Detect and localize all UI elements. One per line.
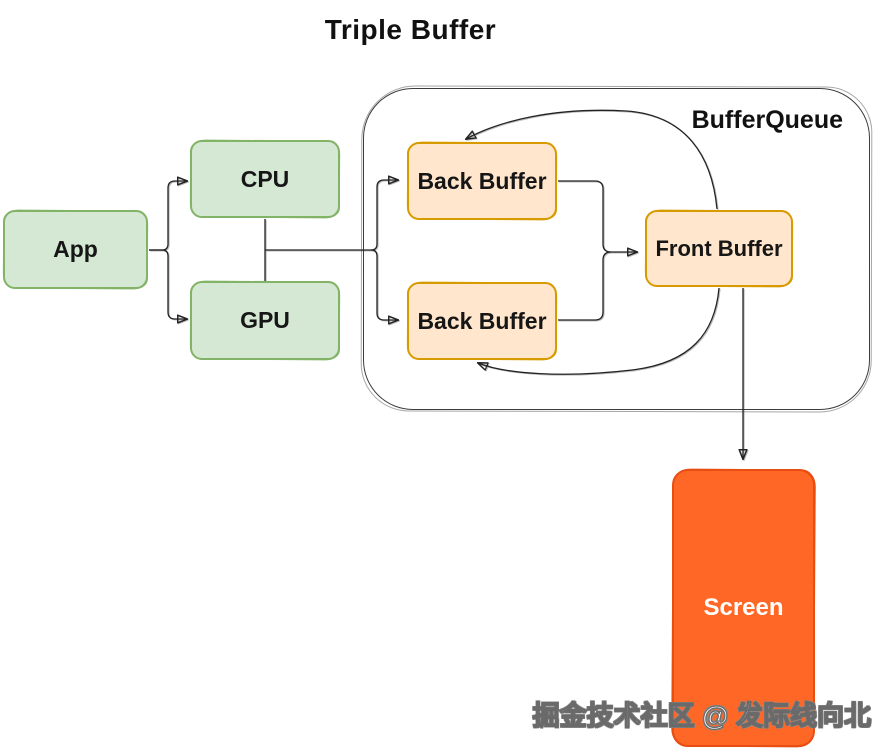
edge-app-to-cpu-arrow bbox=[149, 181, 187, 251]
node-cpu: CPU bbox=[190, 140, 340, 218]
node-gpu-label: GPU bbox=[240, 307, 290, 333]
node-front-buffer: Front Buffer bbox=[645, 210, 793, 287]
node-back-buffer-top-label: Back Buffer bbox=[417, 167, 547, 194]
diagram-title: Triple Buffer bbox=[324, 14, 497, 45]
node-gpu: GPU bbox=[190, 281, 340, 360]
node-front-buffer-label: Front Buffer bbox=[655, 235, 783, 261]
node-app-label: App bbox=[53, 236, 98, 262]
node-back-buffer-top: Back Buffer bbox=[407, 142, 557, 220]
node-back-buffer-bottom-label: Back Buffer bbox=[417, 307, 547, 334]
buffer-queue-label: BufferQueue bbox=[691, 106, 843, 134]
node-screen: Screen bbox=[672, 469, 815, 747]
watermark: 掘金技术社区 @ 发际线向北 bbox=[532, 700, 872, 731]
node-app: App bbox=[3, 210, 148, 289]
node-back-buffer-bottom: Back Buffer bbox=[407, 282, 557, 360]
edge-app-to-gpu-arrow bbox=[149, 249, 187, 319]
node-screen-label: Screen bbox=[703, 594, 784, 621]
node-cpu-label: CPU bbox=[240, 165, 290, 192]
buffer-queue-container: BufferQueue bbox=[363, 88, 870, 410]
